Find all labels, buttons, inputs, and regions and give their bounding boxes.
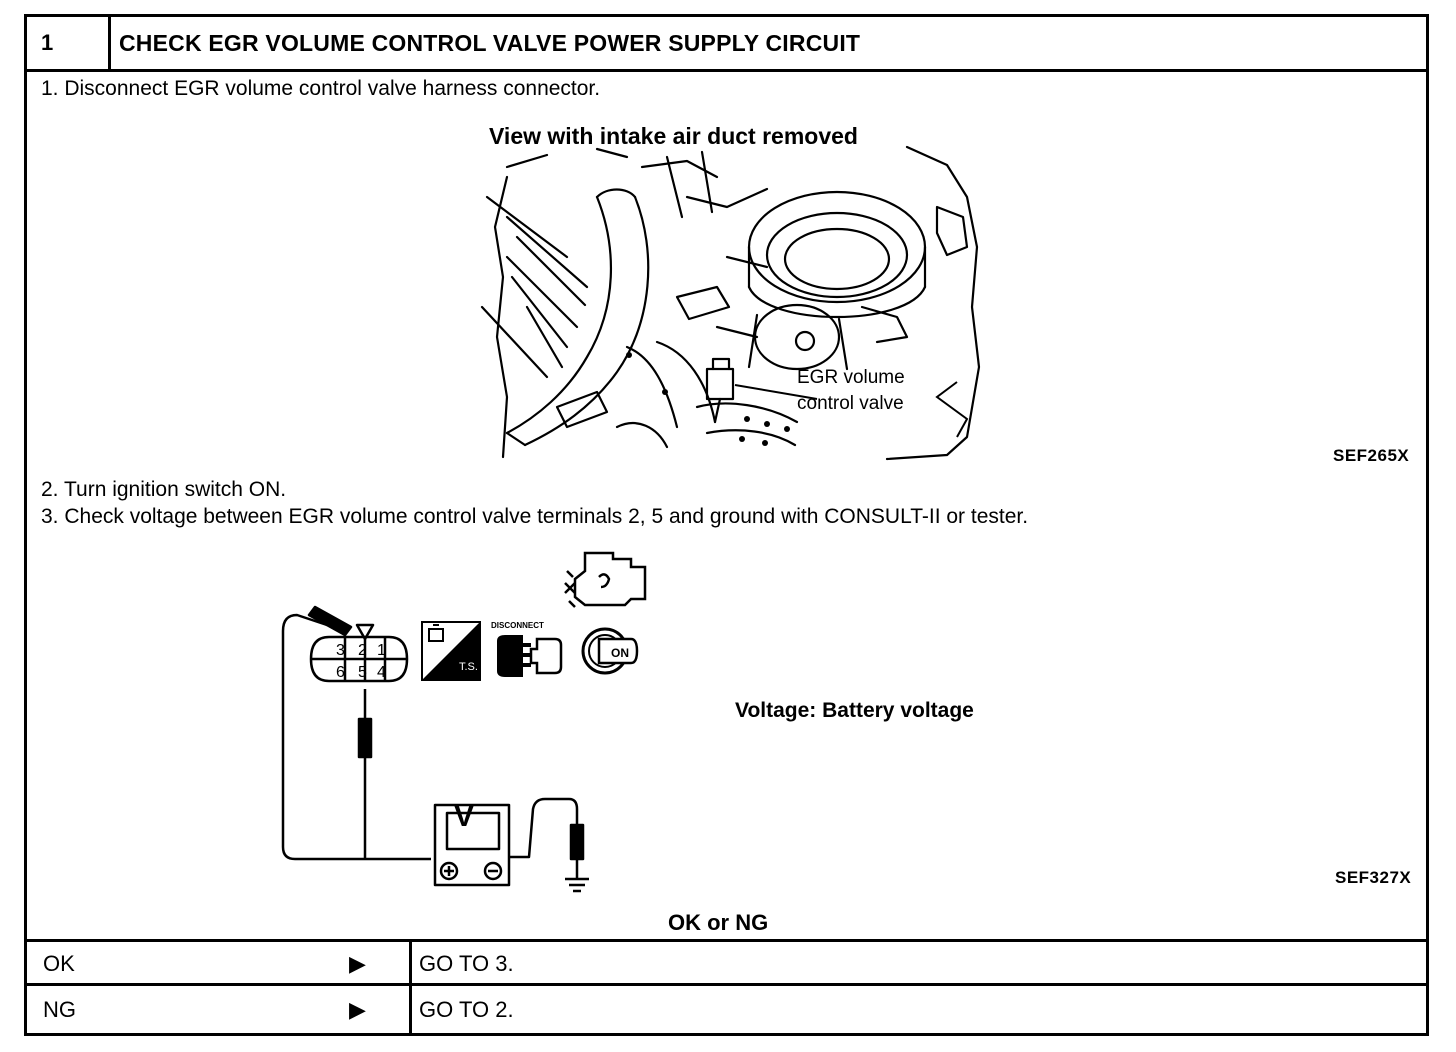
column-divider xyxy=(409,942,412,983)
ignition-on-icon xyxy=(581,627,639,675)
result-ok-label: OK xyxy=(43,951,75,976)
callout-control-valve: control valve xyxy=(797,393,904,414)
terminal-5: 5 xyxy=(358,664,367,681)
terminal-1: 1 xyxy=(377,642,386,659)
disconnect-label: DISCONNECT xyxy=(491,621,544,630)
procedure-box: 1 CHECK EGR VOLUME CONTROL VALVE POWER S… xyxy=(24,14,1429,1036)
callout-egr-volume: EGR volume xyxy=(797,367,905,388)
voltage-test-diagram xyxy=(281,605,589,893)
terminal-3: 3 xyxy=(336,642,345,659)
result-ng-label: NG xyxy=(43,997,76,1022)
engine-bay-illustration xyxy=(480,145,981,461)
result-row-ok: OK ▶ GO TO 3. xyxy=(27,939,1426,983)
instruction-2: 2. Turn ignition switch ON. xyxy=(41,478,287,501)
terminal-2: 2 xyxy=(358,642,367,659)
ts-icon xyxy=(421,621,481,681)
ts-label: T.S. xyxy=(459,661,478,673)
instruction-3: 3. Check voltage between EGR volume cont… xyxy=(41,505,1029,528)
arrow-icon: ▶ xyxy=(349,997,366,1022)
voltage-spec: Voltage: Battery voltage xyxy=(735,699,974,722)
figure2-code: SEF327X xyxy=(1335,868,1412,887)
engine-icon xyxy=(564,551,647,608)
header-row: 1 CHECK EGR VOLUME CONTROL VALVE POWER S… xyxy=(27,17,1426,72)
disconnect-icon xyxy=(497,635,563,677)
result-row-ng: NG ▶ GO TO 2. xyxy=(27,983,1426,1036)
ignition-on-label: ON xyxy=(611,646,629,660)
result-ok-action: GO TO 3. xyxy=(419,951,514,976)
step-number: 1 xyxy=(27,17,111,69)
terminal-6: 6 xyxy=(336,664,345,681)
figure1-title: View with intake air duct removed xyxy=(489,123,858,149)
terminal-4: 4 xyxy=(377,664,386,681)
step-title: CHECK EGR VOLUME CONTROL VALVE POWER SUP… xyxy=(119,30,861,56)
column-divider xyxy=(409,986,412,1036)
figure1-code: SEF265X xyxy=(1333,446,1410,465)
arrow-icon: ▶ xyxy=(349,951,366,976)
instruction-1: 1. Disconnect EGR volume control valve h… xyxy=(41,77,601,100)
meter-label: V xyxy=(454,800,475,833)
result-prompt: OK or NG xyxy=(668,910,769,935)
result-ng-action: GO TO 2. xyxy=(419,997,514,1022)
